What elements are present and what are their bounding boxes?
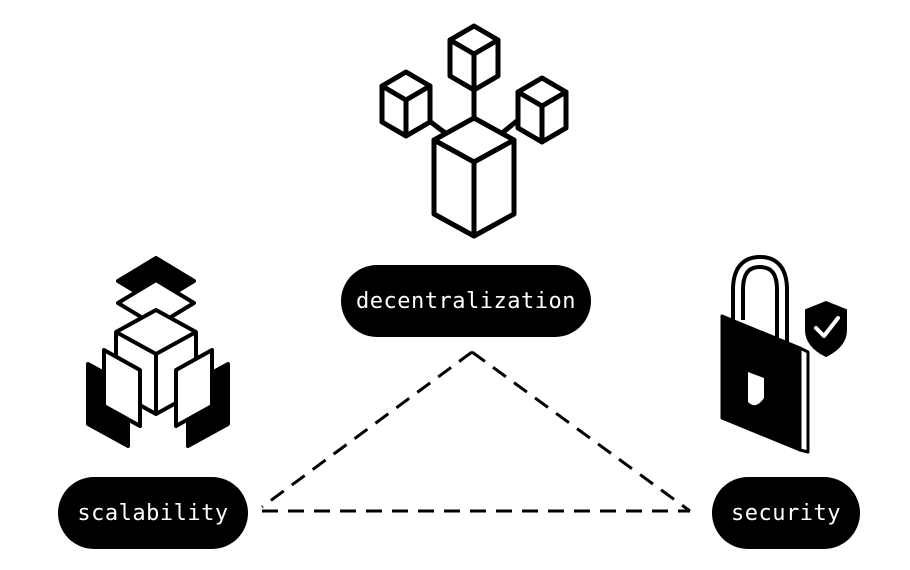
edge-decentralization-scalability bbox=[261, 350, 473, 509]
decentralization-label: decentralization bbox=[341, 265, 591, 337]
security-label: security bbox=[712, 477, 860, 549]
trilemma-triangle bbox=[261, 350, 691, 513]
padlock-shield-security-icon bbox=[720, 255, 847, 454]
edge-decentralization-security bbox=[471, 350, 691, 513]
blockchain-network-icon bbox=[379, 23, 569, 239]
scalability-label: scalability bbox=[58, 477, 248, 549]
layered-cube-scalability-icon bbox=[86, 256, 230, 448]
